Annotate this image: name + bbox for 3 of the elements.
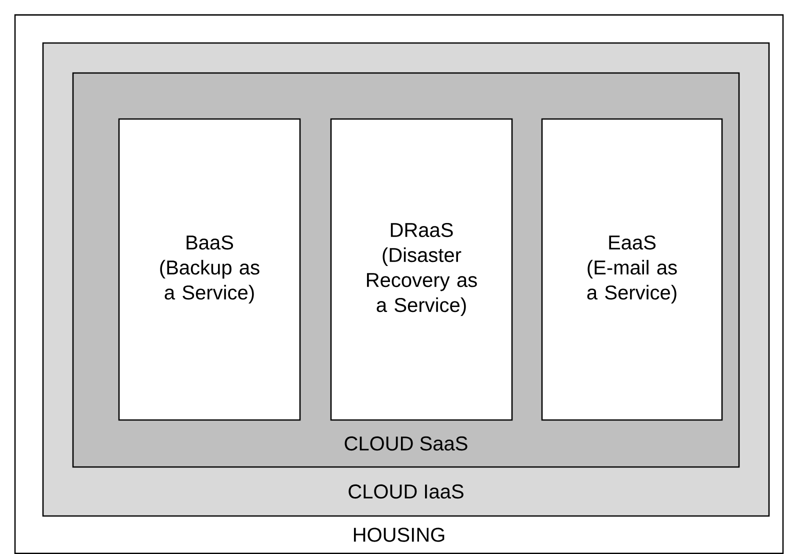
service-box: DRaaS (Disaster Recovery as a Service)	[330, 118, 513, 421]
service-box: EaaS (E-mail as a Service)	[541, 118, 723, 421]
service-box: BaaS (Backup as a Service)	[118, 118, 301, 421]
